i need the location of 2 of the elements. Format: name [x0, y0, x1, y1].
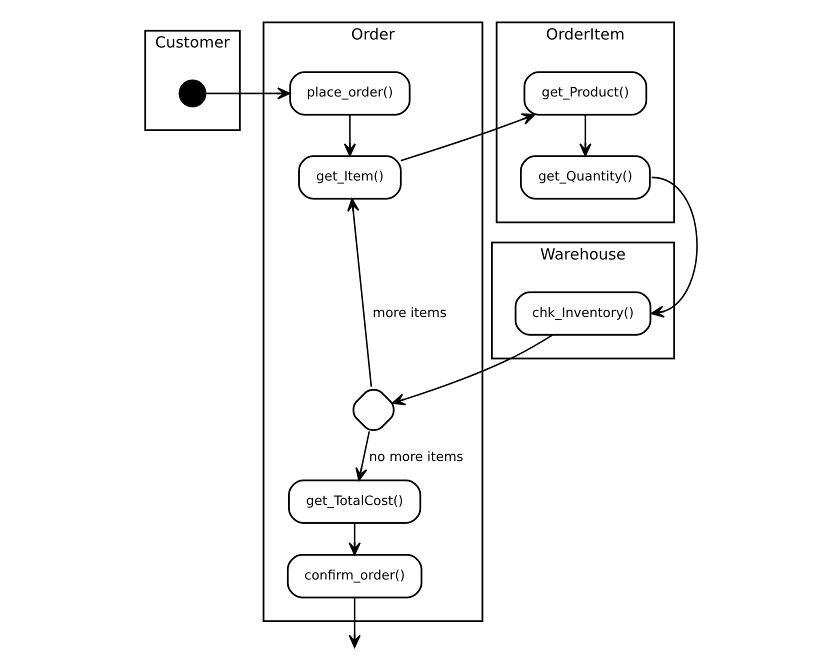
edge-label: more items	[372, 306, 447, 321]
edge-label: no more items	[369, 450, 464, 466]
